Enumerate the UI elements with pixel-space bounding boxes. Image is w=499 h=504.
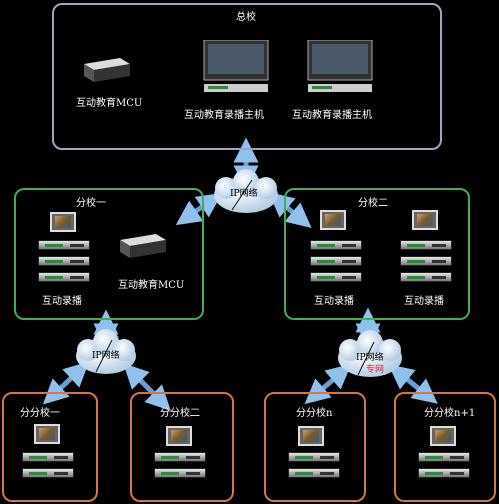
cloud-right xyxy=(338,330,402,377)
sub3-recorder-1 xyxy=(288,452,340,462)
branch1-recorder-1 xyxy=(38,240,90,250)
branch2-recorder-1a xyxy=(310,240,362,250)
sub1-monitor xyxy=(34,424,60,444)
sub3-recorder-2 xyxy=(288,468,340,478)
branch2-recorder-1c xyxy=(310,272,362,282)
hq-mcu-label: 互动教育MCU xyxy=(76,98,143,109)
sub4-monitor xyxy=(430,426,456,446)
branch2-monitor-1 xyxy=(320,210,346,230)
sub3-title: 分分校n xyxy=(296,408,333,419)
hq-host-2-label: 互动教育录播主机 xyxy=(292,110,372,121)
branch1-rec-label: 互动录播 xyxy=(42,296,82,307)
sub2-title: 分分校二 xyxy=(160,408,200,419)
sub1-recorder-2 xyxy=(22,468,74,478)
sub3-monitor xyxy=(298,426,324,446)
branch2-recorder-1b xyxy=(310,256,362,266)
cloud-top xyxy=(214,169,278,213)
branch2-recorder-2c xyxy=(400,272,452,282)
cloud-left xyxy=(76,329,136,374)
branch2-rec-label-2: 互动录播 xyxy=(404,296,444,307)
sub4-recorder-1 xyxy=(418,452,470,462)
hq-host-1-label: 互动教育录播主机 xyxy=(184,110,264,121)
sub4-recorder-2 xyxy=(418,468,470,478)
branch2-recorder-2b xyxy=(400,256,452,266)
branch2-box xyxy=(284,188,470,320)
sub2-box xyxy=(130,392,234,502)
branch2-recorder-2a xyxy=(400,240,452,250)
branch1-mcu-device xyxy=(116,230,168,258)
hq-mcu-device xyxy=(80,54,132,82)
sub4-title: 分分校n+1 xyxy=(424,408,476,419)
branch1-recorder-2 xyxy=(38,256,90,266)
sub2-recorder-1 xyxy=(154,452,206,462)
cloud-right-label-1: IP网络 xyxy=(356,353,384,363)
branch2-monitor-2 xyxy=(412,210,438,230)
cloud-right-label-2: 专网 xyxy=(366,365,385,375)
branch1-recorder-3 xyxy=(38,272,90,282)
link-cloud-branch1 xyxy=(175,192,223,226)
hq-title: 总校 xyxy=(236,12,256,23)
cloud-left-label: IP网络 xyxy=(92,351,120,361)
branch1-box xyxy=(14,188,204,320)
link-cloud-sub1 xyxy=(42,361,90,405)
sub1-title: 分分校一 xyxy=(20,408,60,419)
sub4-box xyxy=(394,392,496,502)
link-cloud-sub2 xyxy=(123,363,171,411)
hq-host-1-device xyxy=(202,39,270,92)
hq-box xyxy=(52,3,442,150)
branch2-rec-label-1: 互动录播 xyxy=(314,296,354,307)
sub1-recorder-1 xyxy=(22,452,74,462)
hq-host-2-device xyxy=(306,39,374,92)
branch1-monitor xyxy=(50,212,76,232)
sub2-recorder-2 xyxy=(154,468,206,478)
branch2-title: 分校二 xyxy=(358,198,388,209)
sub2-monitor xyxy=(166,426,192,446)
link-cloud-branch2 xyxy=(268,191,312,229)
cloud-top-label: IP网络 xyxy=(230,189,258,199)
branch1-mcu-label: 互动教育MCU xyxy=(118,280,185,291)
sub1-box xyxy=(2,392,98,502)
sub3-box xyxy=(264,392,366,502)
branch1-title: 分校一 xyxy=(76,198,106,209)
